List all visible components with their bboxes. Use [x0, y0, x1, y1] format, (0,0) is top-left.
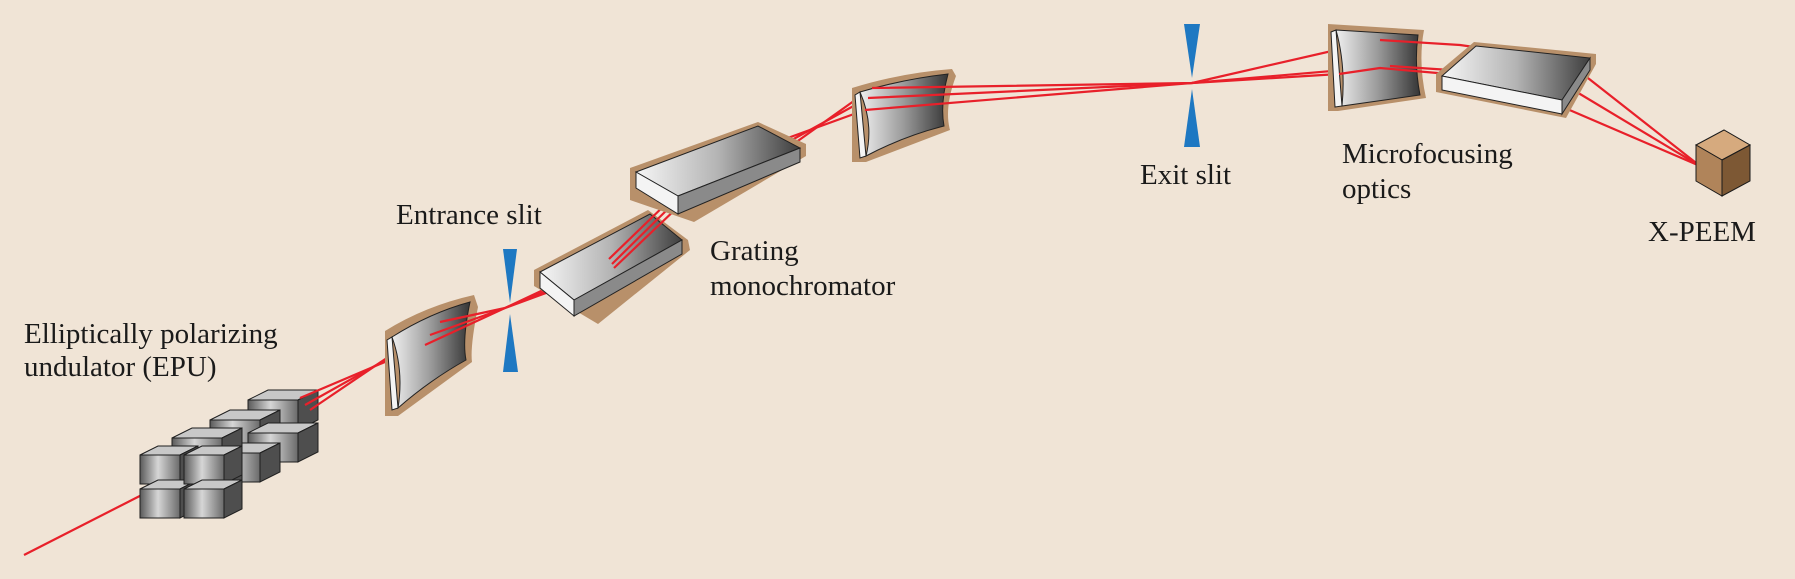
label-epu-line1: Elliptically polarizing — [24, 318, 278, 350]
mirror-4 — [1436, 42, 1596, 118]
grating-upper — [630, 122, 806, 222]
label-xpeem: X-PEEM — [1648, 216, 1756, 248]
magnet — [183, 445, 243, 485]
label-exit-slit: Exit slit — [1140, 159, 1231, 191]
label-grating-line1: Grating — [710, 235, 799, 267]
magnet — [183, 479, 243, 519]
label-micro-line1: Microfocusing — [1342, 138, 1513, 170]
label-entrance-slit: Entrance slit — [396, 199, 542, 231]
exit-slit — [1184, 24, 1200, 147]
beam-mirror2-to-exit — [864, 38, 1391, 112]
label-epu-line2: undulator (EPU) — [24, 351, 217, 383]
label-grating-line2: monochromator — [710, 270, 896, 302]
entrance-slit — [503, 249, 518, 372]
undulator-magnets — [139, 389, 319, 519]
xpeem-detector — [1694, 129, 1752, 197]
label-micro-line2: optics — [1342, 173, 1411, 205]
